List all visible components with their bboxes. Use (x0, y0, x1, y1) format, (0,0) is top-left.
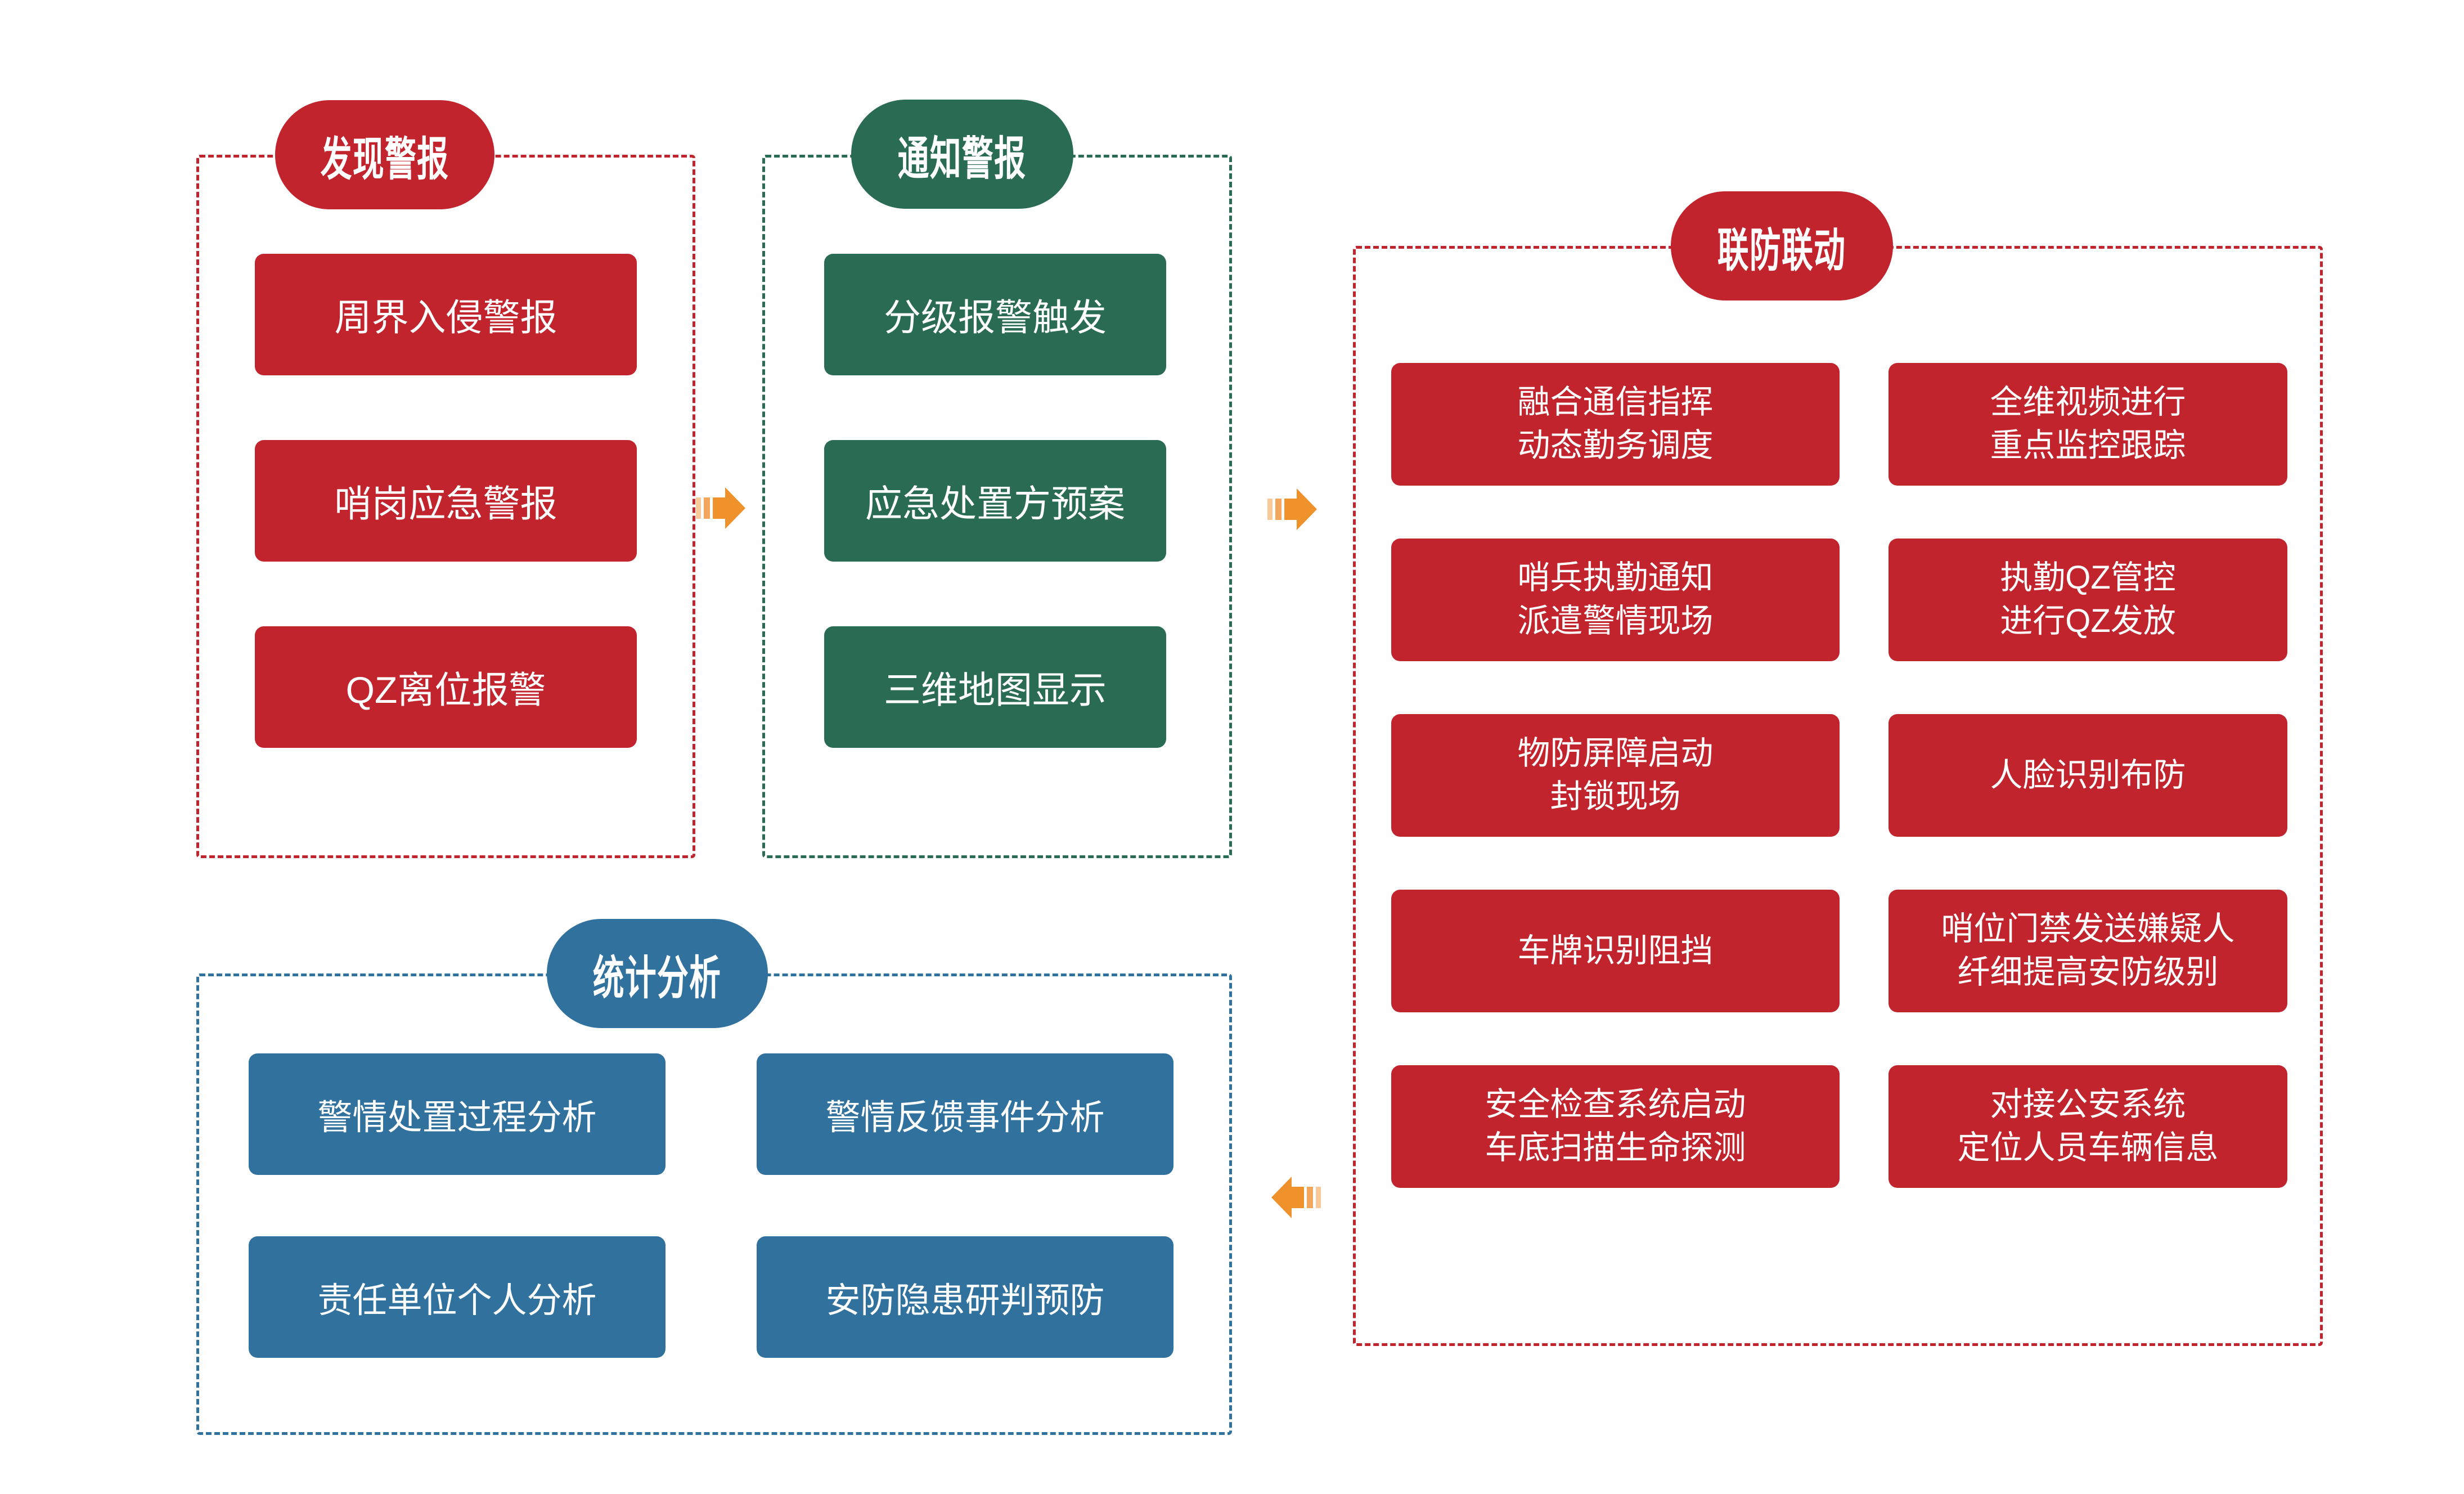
node-duty-qz-control-issue: 执勤QZ管控 进行QZ发放 (1889, 539, 2287, 661)
statistics-analysis-title: 统计分析 (593, 952, 722, 1004)
node-face-recognition-deployment: 人脸识别布防 (1889, 714, 2287, 837)
node-sentry-post-emergency-alarm: 哨岗应急警报 (255, 440, 637, 562)
discover-alert-title-pill: 发现警报 (275, 100, 494, 209)
node-3d-map-display: 三维地图显示 (824, 626, 1166, 748)
flow-arrow-left-icon (1270, 1175, 1321, 1220)
notify-alert-title: 通知警报 (898, 133, 1027, 185)
node-security-hazard-prediction: 安防隐患研判预防 (757, 1236, 1173, 1358)
node-omni-video-key-monitoring: 全维视频进行 重点监控跟踪 (1889, 363, 2287, 486)
node-qz-off-position-alarm: QZ离位报警 (255, 626, 637, 748)
node-physical-barrier-lockdown: 物防屏障启动 封锁现场 (1391, 714, 1840, 837)
node-responsible-unit-individual-analysis: 责任单位个人分析 (249, 1236, 666, 1358)
flow-arrow-right-icon (696, 486, 747, 531)
node-alarm-feedback-event-analysis: 警情反馈事件分析 (757, 1053, 1173, 1175)
node-sentry-access-suspect-alert: 哨位门禁发送嫌疑人 纤细提高安防级别 (1889, 890, 2287, 1012)
node-security-check-underbody-scan: 安全检查系统启动 车底扫描生命探测 (1391, 1065, 1840, 1188)
joint-defense-title-pill: 联防联动 (1671, 191, 1893, 300)
notify-alert-title-pill: 通知警报 (851, 100, 1073, 209)
node-sentry-duty-notification: 哨兵执勤通知 派遣警情现场 (1391, 539, 1840, 661)
discover-alert-title: 发现警报 (320, 133, 449, 185)
node-graded-alarm-trigger: 分级报警触发 (824, 254, 1166, 375)
statistics-analysis-group (196, 973, 1232, 1435)
statistics-analysis-title-pill: 统计分析 (547, 919, 768, 1028)
node-converged-comms-command-dispatch: 融合通信指挥 动态勤务调度 (1391, 363, 1840, 486)
flow-arrow-right-icon (1267, 487, 1318, 532)
node-license-plate-recognition-block: 车牌识别阻挡 (1391, 890, 1840, 1012)
node-police-system-integration: 对接公安系统 定位人员车辆信息 (1889, 1065, 2287, 1188)
node-alarm-handling-process-analysis: 警情处置过程分析 (249, 1053, 666, 1175)
joint-defense-title: 联防联动 (1717, 225, 1846, 276)
node-perimeter-intrusion-alarm: 周界入侵警报 (255, 254, 637, 375)
node-emergency-handling-plan: 应急处置方预案 (824, 440, 1166, 562)
